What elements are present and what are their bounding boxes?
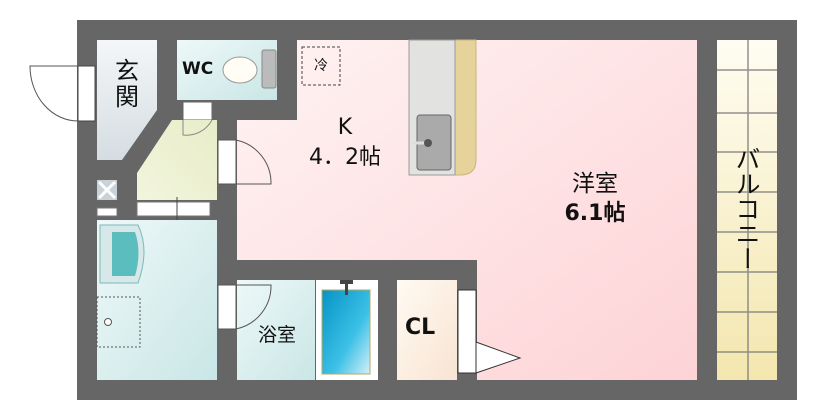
wc-door [182,101,213,121]
balcony-floor [717,40,777,380]
entrance-door-swing [29,65,79,122]
western-room-label: 洋室 [572,171,618,197]
genkan-label: 玄関 [115,57,139,111]
faucet-icon [424,139,432,147]
bathroom-label: 浴室 [258,324,297,346]
fridge-label: 冷 [314,58,328,74]
counter-top [454,39,477,176]
kitchen-label: K [337,115,353,140]
sliding-door [136,201,211,217]
meter-box-icon [97,180,117,200]
kitchen-door [217,139,237,185]
bathtub-icon [321,289,371,375]
closet-door [457,289,477,374]
hall-floor [137,120,217,200]
balcony-label: バルコニー [732,145,761,271]
washing-machine-space [96,296,141,348]
shower-icon [345,280,348,295]
closet-floor [397,280,457,380]
bathroom-floor [237,280,315,380]
genkan-floor [97,40,157,160]
toilet-bowl-icon [222,56,258,84]
bathroom-door [217,284,237,330]
kitchen-size: 4．2帖 [309,145,381,170]
wc-label: WC [182,59,214,79]
western-room-size: 6.1帖 [564,201,626,226]
kitchen-western-floor [237,40,697,380]
fridge-space [301,46,341,86]
wc-door-swing [182,119,213,136]
toilet-tank-icon [261,49,277,89]
entrance-door [77,65,96,122]
closet-label: CL [405,315,436,340]
